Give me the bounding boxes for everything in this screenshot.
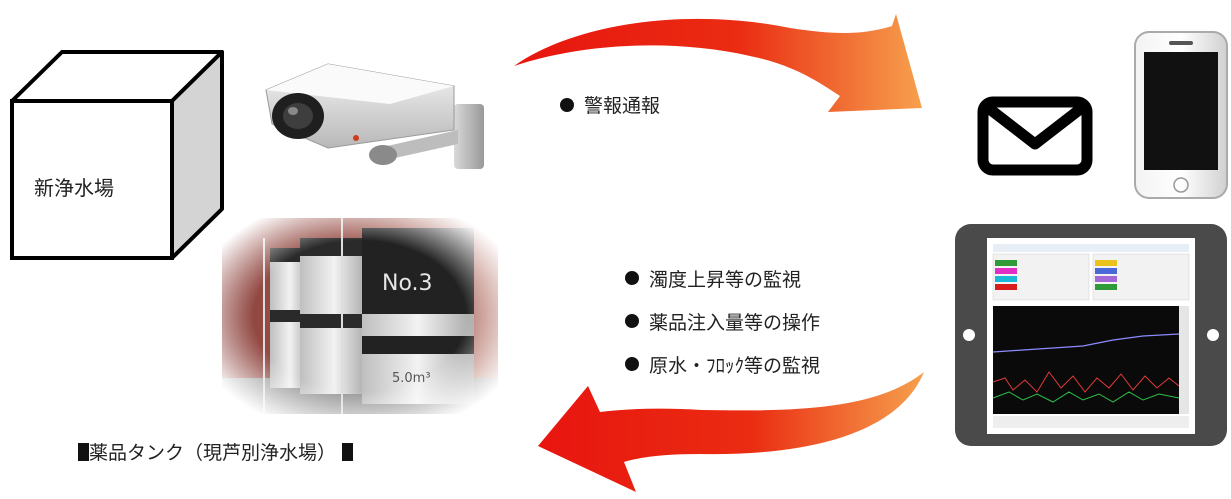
monitor-arrow-icon [538, 372, 924, 492]
monitor-item: 薬品注入量等の操作 [625, 301, 820, 341]
bullet-icon [625, 271, 639, 285]
tank-photo: No.3 5.0m³ [222, 218, 498, 414]
building-cube-icon [10, 50, 224, 260]
monitor-item-label: 薬品注入量等の操作 [649, 311, 821, 334]
security-camera-icon [265, 63, 484, 169]
bullet-icon [625, 357, 639, 371]
square-marker-icon [342, 443, 354, 461]
alert-arrow-icon [514, 14, 922, 112]
square-marker-icon [78, 443, 89, 461]
monitor-item-label: 濁度上昇等の監視 [649, 268, 802, 291]
smartphone-icon [1134, 31, 1228, 199]
tablet-icon [955, 224, 1227, 446]
alert-item: 警報通報 [560, 91, 660, 118]
monitor-list: 濁度上昇等の監視 薬品注入量等の操作 原水・ﾌﾛｯｸ等の監視 [625, 258, 820, 384]
monitor-item: 原水・ﾌﾛｯｸ等の監視 [625, 344, 820, 384]
tank-caption-text: 薬品タンク（現芦別浄水場） [89, 442, 337, 464]
tank-caption: 薬品タンク（現芦別浄水場） [78, 438, 354, 465]
facility-label: 新浄水場 [34, 176, 114, 200]
bullet-icon [625, 314, 639, 328]
bullet-icon [560, 97, 574, 112]
alert-label: 警報通報 [584, 95, 661, 117]
monitor-item-label: 原水・ﾌﾛｯｸ等の監視 [649, 354, 821, 377]
mail-icon [977, 96, 1093, 176]
monitor-item: 濁度上昇等の監視 [625, 258, 820, 298]
